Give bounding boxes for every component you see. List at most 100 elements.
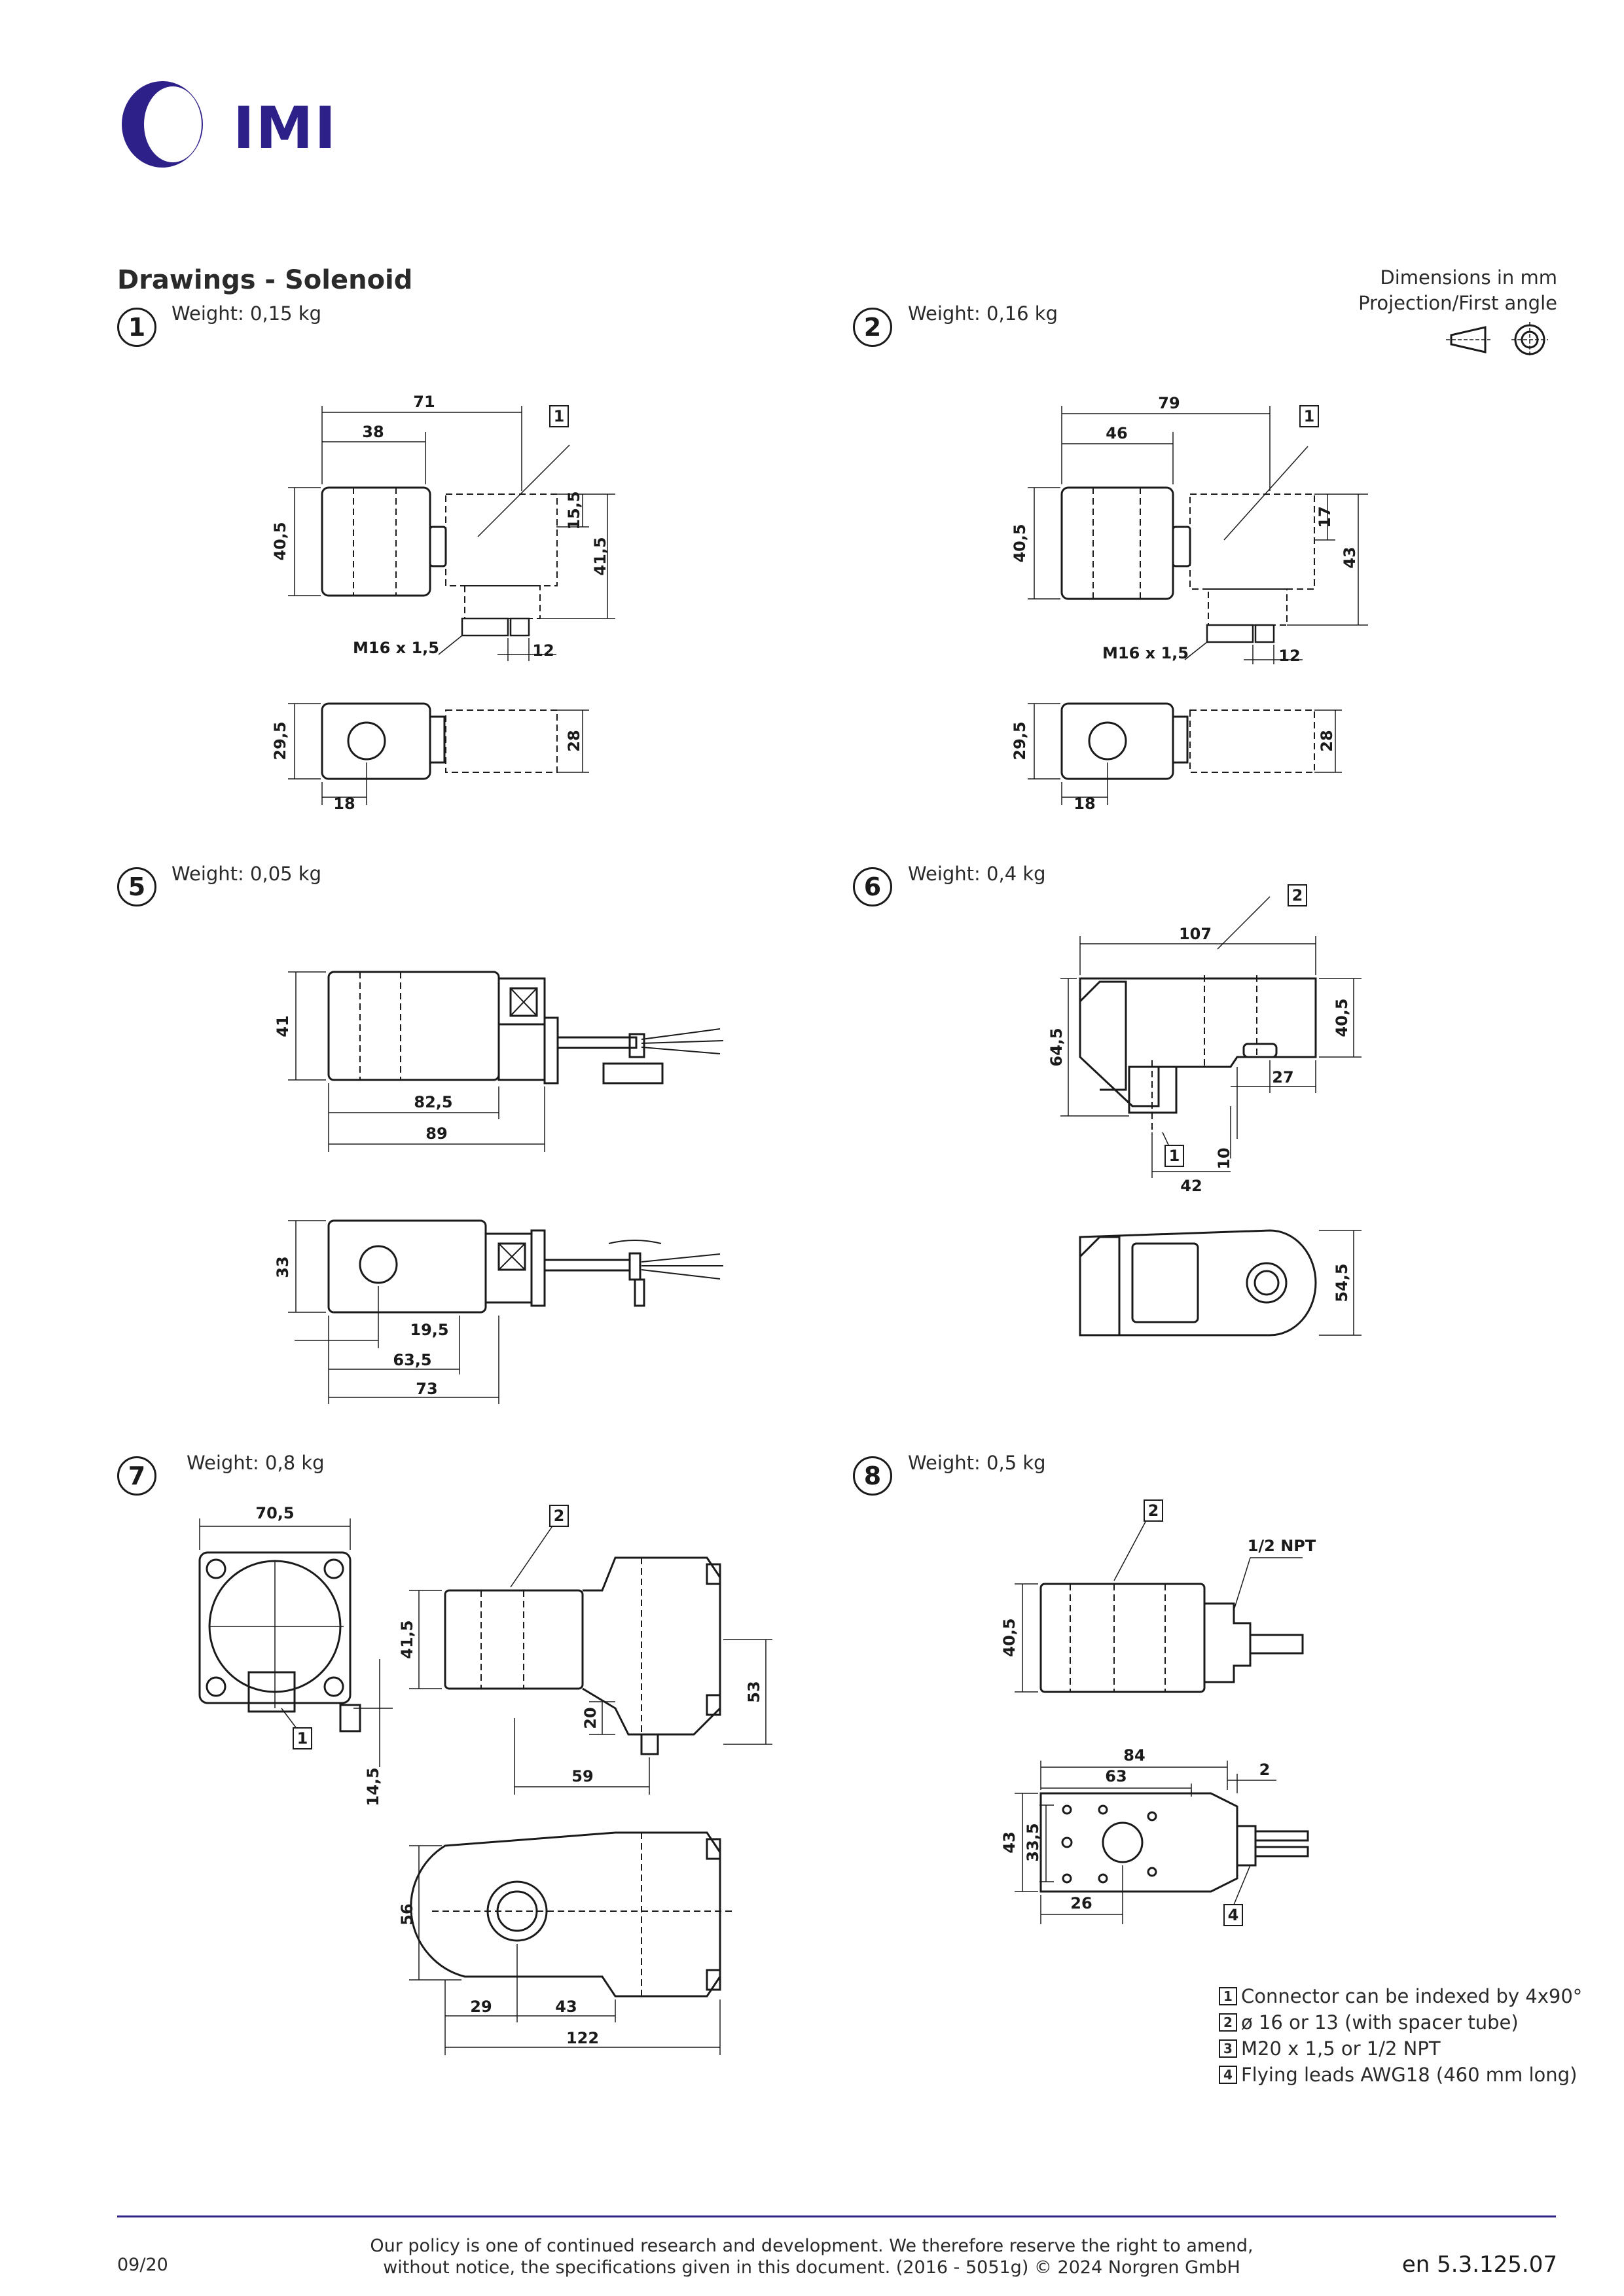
drawing-7-dim-20: 20 xyxy=(581,1707,600,1729)
drawing-7-dim-56: 56 xyxy=(398,1903,416,1925)
drawing-8-callout-4: 4 xyxy=(1228,1906,1239,1924)
drawing-8-number: 8 xyxy=(853,1456,892,1496)
dimensions-unit-label: Dimensions in mm xyxy=(1380,266,1557,289)
projection-label: Projection/First angle xyxy=(1358,292,1557,314)
drawing-6-callout-2: 2 xyxy=(1292,886,1303,905)
drawing-5-dim-41: 41 xyxy=(274,1015,292,1037)
footer-doc-ref: en 5.3.125.07 xyxy=(1401,2251,1557,2278)
drawing-2-dim-17: 17 xyxy=(1316,506,1334,528)
drawing-5-weight: Weight: 0,05 kg xyxy=(171,863,322,885)
note-text: Flying leads AWG18 (460 mm long) xyxy=(1241,2064,1578,2086)
note-number: 3 xyxy=(1219,2039,1237,2058)
drawing-5-dim-73: 73 xyxy=(416,1380,437,1398)
drawing-8-dim-26: 26 xyxy=(1070,1894,1092,1912)
drawing-2-thread: M16 x 1,5 xyxy=(1102,644,1189,662)
drawing-8-dim-84: 84 xyxy=(1123,1746,1145,1765)
footer-divider xyxy=(117,2215,1556,2217)
drawing-2-dim-43: 43 xyxy=(1341,547,1359,568)
drawing-1-dim-12: 12 xyxy=(532,641,554,660)
footer-policy-line-2: without notice, the specifications given… xyxy=(383,2257,1240,2278)
note-text: Connector can be indexed by 4x90° xyxy=(1241,1985,1583,2007)
drawing-5: 41 82,5 89 33 19,5 63,5 73 xyxy=(274,971,724,1404)
imi-logo: IMI xyxy=(115,73,336,178)
drawing-7-dim-14-5: 14,5 xyxy=(364,1767,382,1806)
note-text: ø 16 or 13 (with spacer tube) xyxy=(1241,2011,1519,2034)
drawing-1-dim-40-5: 40,5 xyxy=(271,522,289,560)
drawing-7-dim-59: 59 xyxy=(571,1767,593,1785)
drawing-2: 1 79 46 40,5 17 43 M16 x 1,5 12 29,5 28 … xyxy=(1011,394,1368,813)
drawing-7-callout-1: 1 xyxy=(297,1729,308,1748)
drawing-8-dim-33-5: 33,5 xyxy=(1024,1823,1042,1861)
note-item: 3 M20 x 1,5 or 1/2 NPT xyxy=(1219,2036,1585,2062)
drawing-7-number: 7 xyxy=(117,1456,156,1496)
drawing-1-thread: M16 x 1,5 xyxy=(353,639,439,657)
drawing-6-dim-107: 107 xyxy=(1179,925,1212,943)
drawing-8-dim-2: 2 xyxy=(1259,1761,1271,1779)
drawing-8: 2 1/2 NPT 40,5 4 84 63 2 43 33, xyxy=(1000,1499,1316,1926)
note-text: M20 x 1,5 or 1/2 NPT xyxy=(1241,2037,1441,2060)
drawing-2-dim-29-5: 29,5 xyxy=(1011,721,1029,760)
footer-policy: Our policy is one of continued research … xyxy=(367,2235,1257,2278)
drawing-8-dim-63: 63 xyxy=(1105,1767,1127,1785)
drawing-1-dim-71: 71 xyxy=(413,393,435,411)
note-item: 2 ø 16 or 13 (with spacer tube) xyxy=(1219,2009,1585,2036)
drawing-2-dim-46: 46 xyxy=(1106,424,1127,442)
drawing-7-dim-29: 29 xyxy=(470,1998,492,2016)
drawing-7: 1 70,5 14,5 2 41,5 20 53 59 xyxy=(198,1504,772,2055)
drawing-7-dim-43: 43 xyxy=(555,1998,577,2016)
drawing-2-dim-12: 12 xyxy=(1278,647,1300,665)
drawing-5-dim-89: 89 xyxy=(425,1124,447,1143)
drawing-7-weight: Weight: 0,8 kg xyxy=(187,1452,325,1474)
drawing-1-dim-41-5: 41,5 xyxy=(591,537,609,575)
drawing-2-dim-40-5: 40,5 xyxy=(1011,524,1029,562)
drawing-6-weight: Weight: 0,4 kg xyxy=(908,863,1046,885)
drawing-5-dim-82-5: 82,5 xyxy=(414,1093,452,1111)
drawing-8-callout-2: 2 xyxy=(1148,1501,1159,1520)
note-number: 4 xyxy=(1219,2066,1237,2084)
footer-policy-line-1: Our policy is one of continued research … xyxy=(370,2236,1254,2256)
drawing-1-dim-29-5: 29,5 xyxy=(271,721,289,760)
drawing-6-dim-27: 27 xyxy=(1272,1068,1293,1086)
drawing-8-dim-40-5: 40,5 xyxy=(1000,1618,1019,1657)
drawing-8-weight: Weight: 0,5 kg xyxy=(908,1452,1046,1474)
drawing-2-dim-79: 79 xyxy=(1158,394,1180,412)
drawing-6-number: 6 xyxy=(853,867,892,906)
drawing-2-weight: Weight: 0,16 kg xyxy=(908,302,1058,325)
drawing-1-dim-28: 28 xyxy=(565,730,583,751)
drawing-5-dim-33: 33 xyxy=(274,1256,292,1278)
note-item: 1 Connector can be indexed by 4x90° xyxy=(1219,1983,1585,2009)
drawing-6: 2 1 107 64,5 40,5 27 10 42 54,5 xyxy=(1047,884,1362,1336)
drawing-5-dim-19-5: 19,5 xyxy=(410,1321,448,1339)
drawing-7-dim-122: 122 xyxy=(566,2029,599,2047)
drawing-2-callout: 1 xyxy=(1304,407,1315,425)
drawing-1-dim-38: 38 xyxy=(362,423,384,441)
drawing-8-dim-43: 43 xyxy=(1000,1831,1019,1853)
drawing-1-callout: 1 xyxy=(554,407,565,425)
imi-logo-mark xyxy=(122,81,203,168)
drawing-6-dim-64-5: 64,5 xyxy=(1047,1028,1066,1066)
drawing-6-callout-1: 1 xyxy=(1169,1147,1180,1165)
drawing-5-dim-63-5: 63,5 xyxy=(393,1351,431,1369)
drawing-7-dim-53: 53 xyxy=(745,1681,763,1702)
drawing-1-weight: Weight: 0,15 kg xyxy=(171,302,322,325)
drawing-1: 1 71 38 40,5 15,5 41,5 M16 x 1,5 12 29,5… xyxy=(271,393,615,813)
logo-wordmark: IMI xyxy=(233,94,338,162)
drawing-1-number: 1 xyxy=(117,308,156,347)
drawing-1-dim-18: 18 xyxy=(333,795,355,813)
drawing-2-dim-18: 18 xyxy=(1074,795,1095,813)
first-angle-projection-icon xyxy=(1446,322,1548,357)
drawing-7-dim-41-5: 41,5 xyxy=(398,1620,416,1659)
page-title: Drawings - Solenoid xyxy=(117,265,413,295)
dimensions-note: Dimensions in mm Projection/First angle xyxy=(1358,265,1557,316)
footer-date: 09/20 xyxy=(117,2255,168,2275)
drawing-1-dim-15-5: 15,5 xyxy=(565,491,583,529)
drawing-6-dim-10: 10 xyxy=(1215,1147,1233,1169)
drawing-8-npt-label: 1/2 NPT xyxy=(1248,1537,1316,1555)
drawing-6-dim-42: 42 xyxy=(1180,1177,1202,1195)
notes-legend: 1 Connector can be indexed by 4x90° 2 ø … xyxy=(1219,1983,1585,2088)
drawing-6-dim-40-5: 40,5 xyxy=(1333,998,1351,1037)
drawing-2-dim-28: 28 xyxy=(1318,730,1336,751)
drawing-7-callout-2: 2 xyxy=(554,1507,565,1525)
note-number: 1 xyxy=(1219,1987,1237,2005)
note-item: 4 Flying leads AWG18 (460 mm long) xyxy=(1219,2062,1585,2088)
